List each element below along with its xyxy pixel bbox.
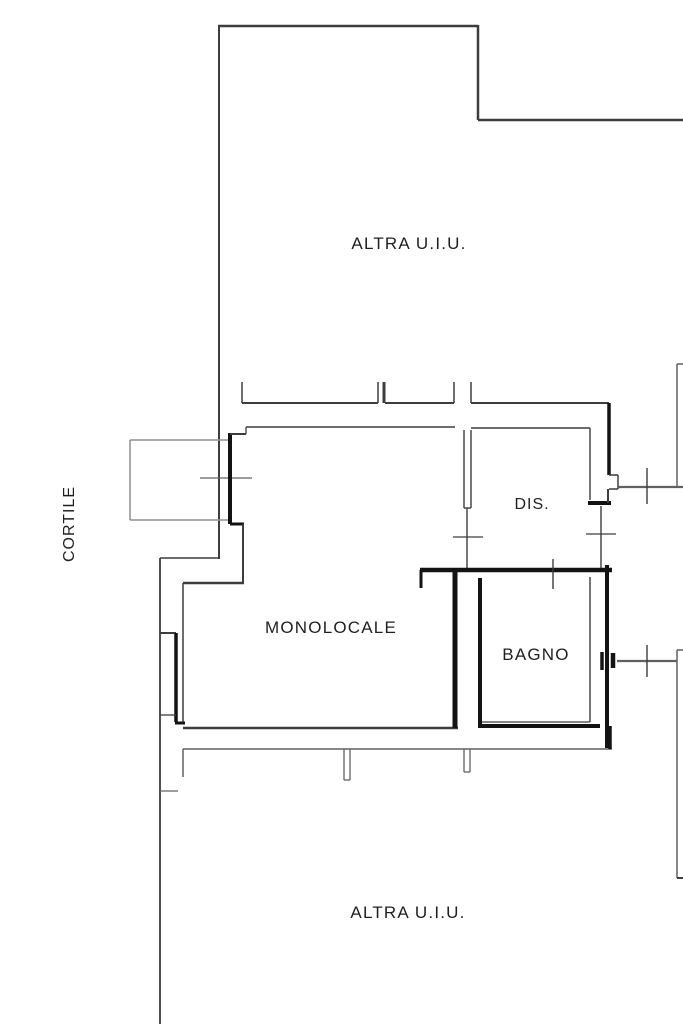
area-label-altra-uiu-top: ALTRA U.I.U. [351,234,467,253]
area-label-cortile: CORTILE [61,485,78,563]
room-label-monolocale: MONOLOCALE [265,618,397,637]
room-label-bagno: BAGNO [502,645,570,664]
room-label-dis: DIS. [514,496,550,513]
area-label-altra-uiu-bottom: ALTRA U.I.U. [350,903,466,922]
